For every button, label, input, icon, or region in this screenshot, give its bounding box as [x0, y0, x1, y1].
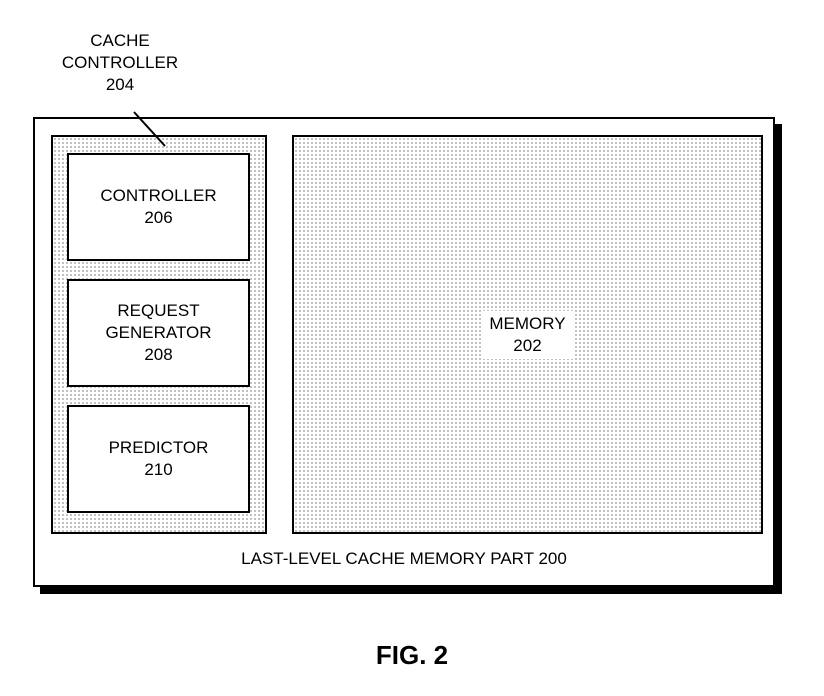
memory-box: MEMORY 202	[292, 135, 763, 534]
cache-controller-ref: 204	[105, 75, 135, 94]
cache-controller-label-line2: CONTROLLER	[61, 53, 179, 72]
request-generator-label-line2: GENERATOR	[105, 323, 212, 342]
memory-label: MEMORY	[489, 313, 566, 333]
cache-controller-callout: CACHE CONTROLLER 204	[40, 30, 200, 96]
cache-controller-leader-line	[133, 111, 166, 147]
cache-controller-label-line1: CACHE	[90, 31, 150, 50]
predictor-ref: 210	[144, 460, 173, 479]
controller-box: CONTROLLER 206	[67, 153, 250, 261]
figure-caption: FIG. 2	[375, 640, 449, 670]
request-generator-label-line1: REQUEST	[117, 301, 200, 320]
controller-ref: 206	[144, 208, 173, 227]
predictor-box: PREDICTOR 210	[67, 405, 250, 513]
request-generator-box: REQUEST GENERATOR 208	[67, 279, 250, 387]
memory-ref: 202	[513, 335, 542, 355]
last-level-cache-label: LAST-LEVEL CACHE MEMORY PART 200	[241, 549, 567, 568]
request-generator-ref: 208	[144, 345, 173, 364]
controller-label: CONTROLLER	[100, 186, 217, 205]
predictor-label: PREDICTOR	[108, 438, 209, 457]
